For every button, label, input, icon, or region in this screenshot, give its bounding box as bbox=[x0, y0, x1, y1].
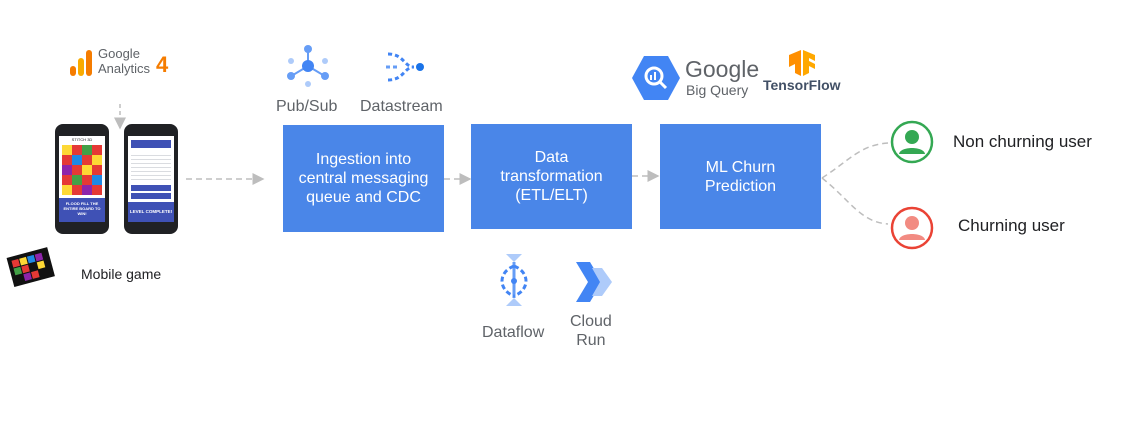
phone-right-lines bbox=[131, 152, 171, 182]
pubsub-icon bbox=[287, 45, 329, 87]
non-churning-user-label: Non churning user bbox=[953, 132, 1092, 151]
phone-right: LEVEL COMPLETE! bbox=[124, 124, 178, 234]
branch-to-churning bbox=[821, 177, 889, 225]
tensorflow-label: TensorFlow bbox=[763, 77, 841, 93]
game-board bbox=[62, 145, 102, 195]
tensorflow-icon bbox=[789, 50, 815, 76]
ga-product: Analytics bbox=[98, 61, 151, 76]
ingestion-box: Ingestion into central messaging queue a… bbox=[283, 125, 444, 232]
phone-right-screen: LEVEL COMPLETE! bbox=[128, 136, 174, 222]
bigquery-icon bbox=[632, 56, 680, 100]
phone-left: STITCH 3D FLOOD FILL THE ENTIRE BOARD TO… bbox=[55, 124, 109, 234]
dataflow-label: Dataflow bbox=[482, 324, 545, 341]
churning-user-label: Churning user bbox=[958, 216, 1065, 235]
transform-box: Data transformation (ETL/ELT) bbox=[471, 124, 632, 229]
ga-version: 4 bbox=[156, 52, 169, 77]
cloud-run-label: Cloud Run bbox=[570, 313, 612, 349]
google-analytics-logo: Google Analytics 4 bbox=[70, 46, 180, 78]
phone-right-banner bbox=[131, 140, 171, 148]
datastream-label: Datastream bbox=[360, 98, 443, 115]
phone-right-footer: LEVEL COMPLETE! bbox=[128, 202, 174, 222]
bigquery-brand: Google bbox=[685, 56, 760, 82]
mobile-game-label: Mobile game bbox=[81, 266, 162, 282]
mobile-game-icon bbox=[6, 247, 55, 287]
datastream-icon bbox=[386, 52, 424, 82]
phone-left-screen: STITCH 3D FLOOD FILL THE ENTIRE BOARD TO… bbox=[59, 136, 105, 222]
phone-right-button bbox=[131, 185, 171, 191]
ml-churn-box: ML Churn Prediction bbox=[660, 124, 821, 229]
analytics-bars-icon bbox=[70, 50, 92, 76]
phone-left-header: STITCH 3D bbox=[71, 137, 93, 142]
bigquery-product: Big Query bbox=[686, 82, 749, 98]
phone-right-button-2 bbox=[131, 193, 171, 199]
branch-to-non-churning bbox=[821, 142, 889, 179]
churning-user-icon bbox=[890, 206, 934, 250]
cloud-run-icon bbox=[576, 262, 612, 302]
pubsub-label: Pub/Sub bbox=[276, 98, 338, 115]
ga-brand: Google bbox=[98, 46, 140, 61]
dataflow-icon bbox=[500, 254, 528, 306]
phone-left-footer: FLOOD FILL THE ENTIRE BOARD TO WIN! bbox=[59, 198, 105, 222]
non-churning-user-icon bbox=[890, 120, 934, 164]
